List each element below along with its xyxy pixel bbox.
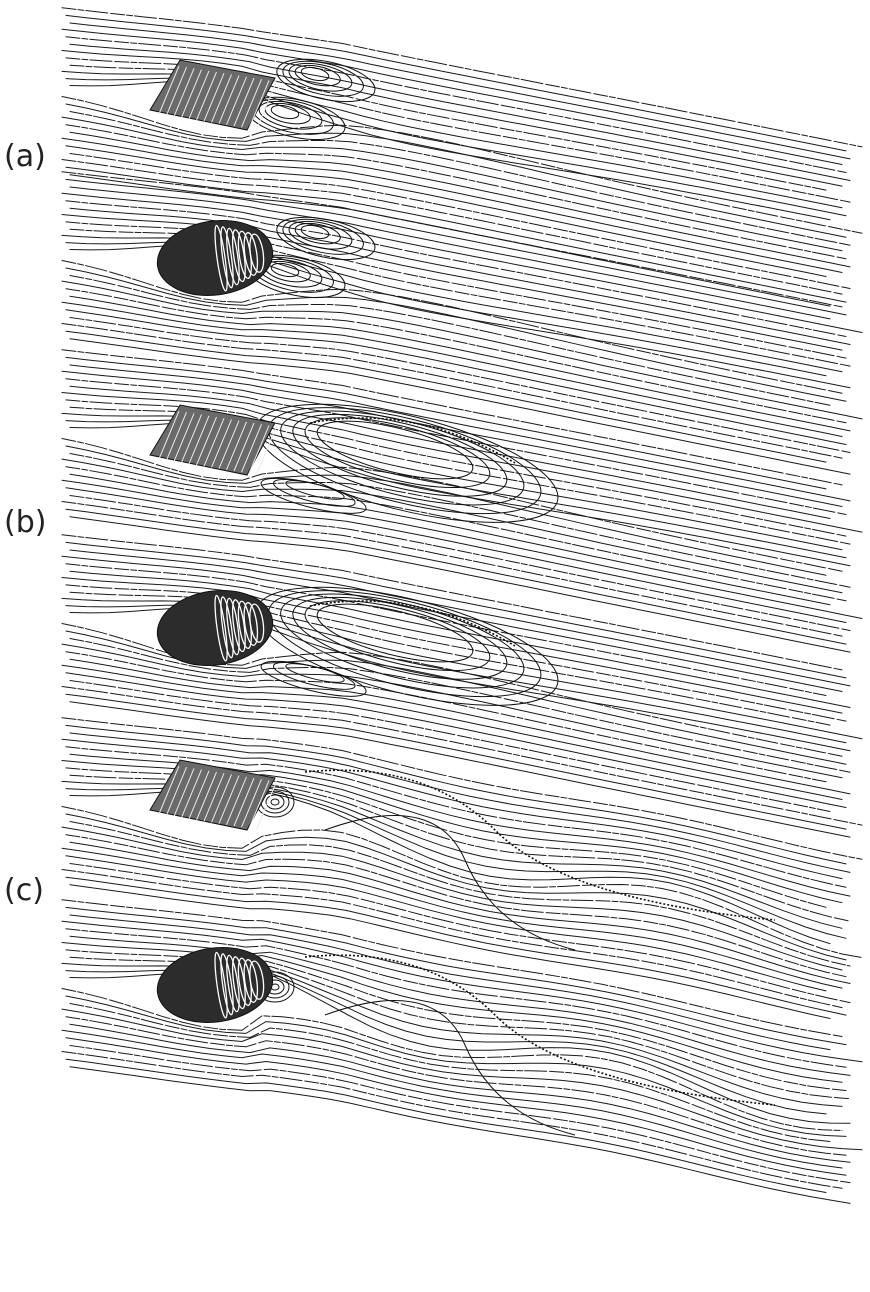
ellipsoid-body [152, 940, 277, 1029]
separation-bubble [259, 569, 551, 718]
ellipsoid-icon [152, 213, 277, 302]
ellipsoid-body [152, 213, 277, 302]
shed-vortex-trail [325, 815, 575, 950]
panel-label-b: (b) [4, 508, 46, 538]
separation-bubble [272, 392, 532, 524]
streamline [62, 1009, 862, 1150]
streamline [62, 1030, 842, 1168]
streamline [66, 835, 846, 977]
shed-vortex [271, 799, 279, 805]
streamline [62, 1052, 842, 1189]
prism-icon [150, 760, 277, 830]
separation-bubble [272, 575, 532, 707]
prism-icon [150, 405, 277, 475]
panel-label-c: (c) [4, 876, 44, 906]
shed-vortex-trail [325, 1000, 575, 1135]
shed-vortex [266, 795, 284, 809]
shear-layer [305, 955, 775, 1105]
bluff-bodies [150, 60, 278, 1030]
streamline [70, 1067, 850, 1204]
shear-layer [310, 418, 515, 463]
shear-layer [305, 770, 775, 920]
ellipsoid-icon [152, 940, 277, 1029]
panel-label-a: (a) [4, 142, 46, 172]
